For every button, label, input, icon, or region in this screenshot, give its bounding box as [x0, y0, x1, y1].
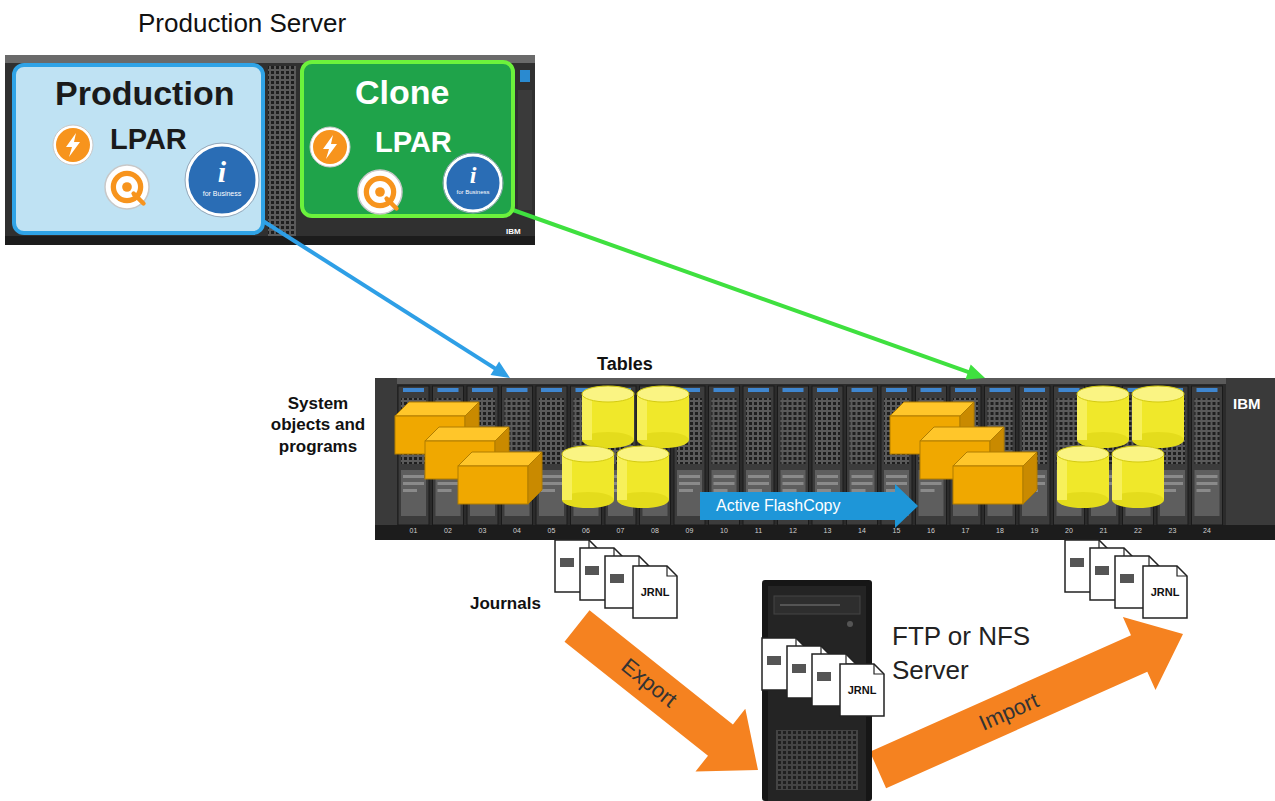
server-box: Production ServerProductionLPAR CloneLPAR — [5, 8, 535, 245]
slot-number: 09 — [674, 527, 705, 534]
node-text: Clone — [355, 74, 505, 111]
node-text: JRNL — [633, 586, 677, 598]
journal-stack: JRNL — [555, 540, 681, 620]
node-text: Production — [55, 75, 260, 112]
slot-number: 07 — [605, 527, 636, 534]
slot-number: 06 — [571, 527, 602, 534]
slot-number: 12 — [778, 527, 809, 534]
annotation-label: for Business — [190, 190, 254, 197]
system-objects-cubes — [395, 402, 1037, 504]
node-text: FTP or NFS Server — [892, 620, 1057, 688]
slot-number: 24 — [1192, 527, 1223, 534]
storage-box: IBM — [375, 378, 1275, 540]
slot-number: 19 — [1019, 527, 1050, 534]
slot-number: 13 — [812, 527, 843, 534]
edge-label: Import — [976, 689, 1042, 734]
slot-number: 14 — [847, 527, 878, 534]
slot-number: 03 — [467, 527, 498, 534]
slot-number: 11 — [743, 527, 774, 534]
connector-arrow — [513, 210, 985, 380]
annotation-label: JRNL — [840, 684, 884, 696]
annotation-label: Journals — [470, 595, 550, 614]
storage-enclosure — [375, 378, 1275, 540]
slot-number: 18 — [985, 527, 1016, 534]
annotation-label: for Business — [445, 189, 501, 195]
slot-number: 22 — [1123, 527, 1154, 534]
slot-number: 21 — [1088, 527, 1119, 534]
slot-number: 01 — [398, 527, 429, 534]
annotation-label: Tables — [597, 355, 667, 375]
block-arrow — [870, 617, 1183, 788]
slot-number: 16 — [916, 527, 947, 534]
journal-pages — [555, 540, 681, 620]
server-chassis — [5, 55, 535, 245]
slot-number: 23 — [1157, 527, 1188, 534]
node-text: Production Server — [138, 8, 438, 39]
slot-number: 02 — [433, 527, 464, 534]
annotation-label: i — [461, 163, 485, 187]
journal-pages — [1065, 540, 1191, 620]
node-text: LPAR — [110, 125, 200, 154]
slot-number: 17 — [950, 527, 981, 534]
annotation-label: IBM — [506, 228, 526, 236]
flashcopy-arrow — [700, 484, 918, 528]
node-text: IBM — [1233, 396, 1269, 413]
annotation-label: i — [207, 157, 237, 187]
slot-number: 04 — [502, 527, 533, 534]
slot-number: 05 — [536, 527, 567, 534]
slot-number: 10 — [709, 527, 740, 534]
slot-number: 15 — [881, 527, 912, 534]
node-text: JRNL — [1143, 586, 1187, 598]
connector-arrow — [263, 221, 510, 378]
edge-label: Export — [617, 655, 680, 712]
slot-number: 08 — [640, 527, 671, 534]
block-arrow — [565, 610, 759, 771]
slot-number: 20 — [1054, 527, 1085, 534]
lpar-box: ProductionLPAR — [12, 63, 265, 235]
node-text: LPAR — [375, 128, 465, 157]
annotation-label: Active FlashCopy — [716, 496, 886, 515]
table-cylinders — [562, 386, 1184, 508]
journal-stack: JRNL — [1065, 540, 1191, 620]
annotation-label: System objects and programs — [262, 393, 374, 457]
